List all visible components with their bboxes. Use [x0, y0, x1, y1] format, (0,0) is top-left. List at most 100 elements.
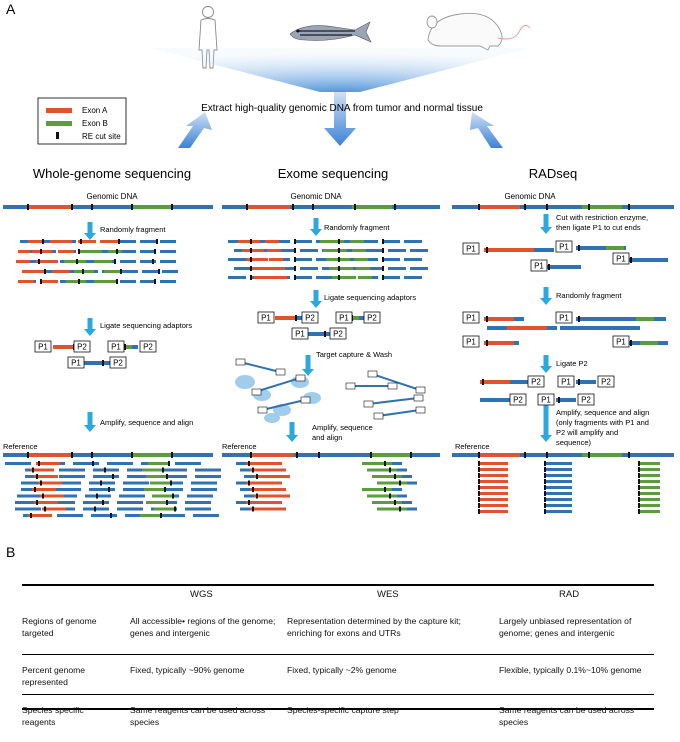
- dna-fragment: [162, 270, 178, 273]
- re-cut-site: [638, 467, 640, 472]
- re-cut-site: [478, 503, 480, 508]
- adaptor-label: P2: [77, 343, 87, 352]
- dna-fragment: [175, 462, 201, 465]
- legend-swatch-exon-b: [46, 121, 72, 126]
- dna-fragment: [316, 276, 334, 279]
- re-cut-site: [296, 452, 298, 458]
- dna-fragment: [160, 250, 176, 253]
- dna-fragment: [64, 260, 86, 263]
- re-cut-site: [482, 379, 484, 385]
- re-cut-site: [410, 452, 412, 458]
- genomic-label-exome: Genomic DNA: [290, 192, 342, 201]
- capture-fragment: [368, 398, 418, 404]
- re-cut-site: [478, 452, 480, 458]
- dna-fragment: [407, 508, 417, 511]
- adaptor-label: P1: [261, 314, 271, 323]
- re-cut-site: [630, 257, 632, 263]
- re-cut-site: [100, 481, 102, 486]
- adaptor-label: P1: [559, 243, 569, 252]
- dna-fragment: [16, 260, 30, 263]
- re-cut-site: [544, 485, 546, 490]
- dna-fragment: [300, 249, 318, 252]
- dna-fragment: [142, 469, 164, 472]
- dna-fragment: [638, 504, 660, 507]
- rad-step-cut-2: then ligate P1 to cut ends: [556, 223, 641, 232]
- step-arrow: [540, 227, 552, 234]
- dna-fragment: [275, 316, 297, 320]
- step-arrow: [540, 298, 552, 305]
- re-cut-site: [546, 204, 548, 210]
- capture-probe: [388, 383, 397, 389]
- re-cut-site: [116, 249, 118, 254]
- table-row: Percent genome represented Fixed, typica…: [22, 655, 654, 695]
- re-cut-site: [370, 452, 372, 458]
- re-cut-site: [102, 360, 104, 366]
- adaptor-label: P2: [143, 343, 153, 352]
- re-cut-site: [250, 239, 252, 244]
- dna-fragment: [244, 475, 254, 478]
- dna-fragment: [478, 510, 508, 513]
- dna-fragment: [402, 501, 412, 504]
- re-cut-site: [166, 474, 168, 479]
- dna-fragment: [544, 510, 572, 513]
- step-arrow: [286, 435, 298, 442]
- dna-fragment: [404, 240, 422, 243]
- dna-fragment: [294, 240, 312, 243]
- capture-probe: [364, 401, 373, 407]
- rad-step-amplify-2: (only fragments with P1 and: [556, 418, 649, 427]
- re-cut-site: [256, 494, 258, 499]
- table-header-wgs: WGS: [120, 584, 287, 606]
- dna-fragment: [478, 498, 508, 501]
- table-cell: Same reagents can be used across species: [499, 695, 654, 742]
- dna-fragment: [185, 501, 211, 504]
- table-header-cell: [22, 584, 120, 606]
- dna-fragment: [144, 488, 166, 491]
- re-cut-site: [628, 204, 630, 210]
- dna-fragment: [576, 317, 636, 321]
- dna-fragment: [242, 249, 264, 252]
- dna-fragment: [53, 345, 75, 349]
- wgs-step-amplify: Amplify, sequence and align: [100, 418, 193, 427]
- step-arrow: [84, 233, 96, 240]
- dna-fragment: [236, 462, 246, 465]
- dna-fragment: [267, 249, 281, 252]
- adaptor-label: P1: [534, 262, 544, 271]
- dna-fragment: [294, 276, 312, 279]
- dna-fragment: [18, 250, 30, 253]
- dna-fragment: [161, 469, 187, 472]
- dna-fragment: [410, 249, 428, 252]
- re-cut-site: [478, 204, 480, 210]
- re-cut-site: [588, 204, 590, 210]
- dna-fragment: [140, 280, 156, 283]
- dna-fragment: [392, 488, 402, 491]
- re-cut-site: [578, 316, 580, 322]
- dna-fragment: [478, 492, 508, 495]
- dna-fragment: [484, 341, 514, 345]
- dna-fragment: [246, 501, 282, 504]
- adaptor-label: P1: [466, 314, 476, 323]
- dna-fragment: [100, 240, 120, 243]
- step-arrow: [540, 366, 552, 373]
- adaptor-label: P1: [541, 396, 551, 405]
- re-cut-site: [131, 452, 133, 458]
- re-cut-site: [116, 279, 118, 284]
- dna-fragment: [638, 492, 660, 495]
- adaptor-label: P2: [367, 314, 377, 323]
- re-cut-site: [638, 485, 640, 490]
- dna-fragment: [59, 475, 85, 478]
- dna-fragment: [117, 508, 143, 511]
- dna-fragment: [240, 488, 250, 491]
- re-cut-site: [170, 481, 172, 486]
- adaptor-label: P1: [339, 314, 349, 323]
- zebrafish-icon: [290, 22, 371, 42]
- re-cut-site: [389, 494, 391, 499]
- table-header-wes: WES: [287, 584, 499, 606]
- dna-fragment: [638, 510, 660, 513]
- re-cut-site: [30, 513, 32, 518]
- step-arrow: [306, 355, 311, 370]
- genomic-label-radseq: Genomic DNA: [504, 192, 556, 201]
- rad-reference-label: Reference: [455, 442, 490, 451]
- re-cut-site: [544, 479, 546, 484]
- arrow-to-radseq: [470, 112, 503, 148]
- dna-fragment: [478, 205, 520, 209]
